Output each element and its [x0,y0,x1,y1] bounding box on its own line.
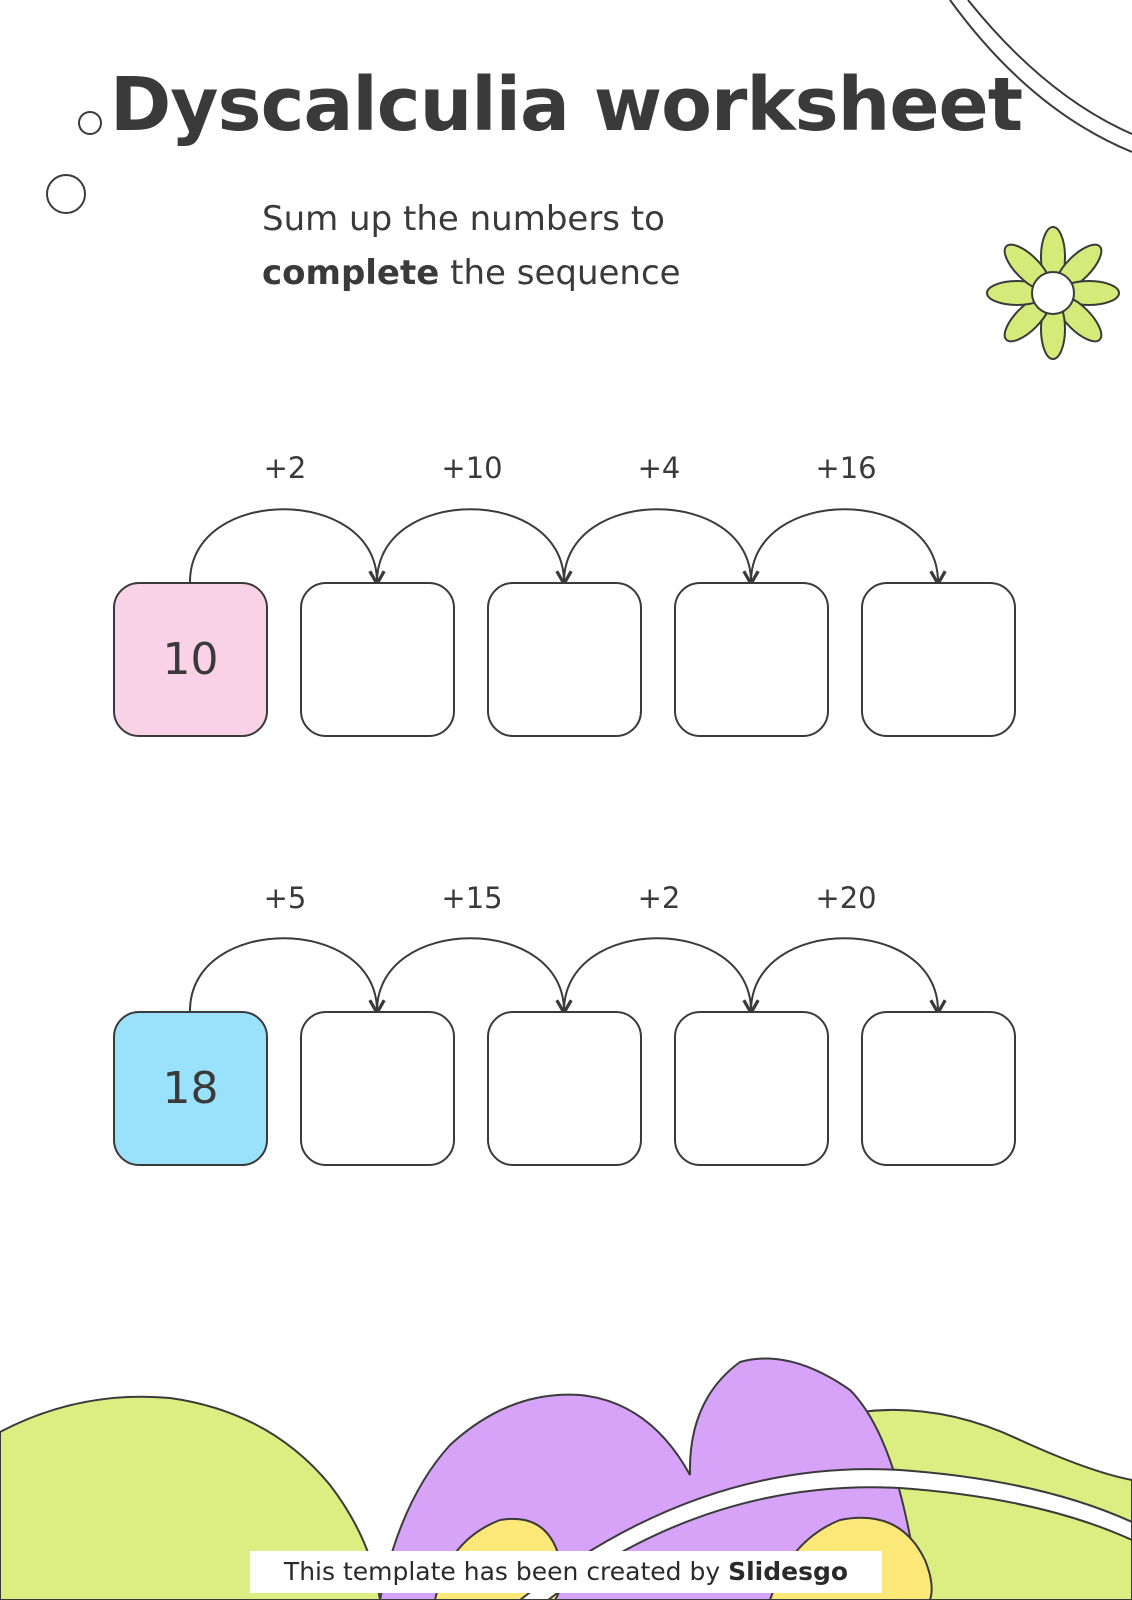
step-label: +5 [263,881,307,915]
top-right-arc-outer [949,0,1132,153]
blob-lime-left [0,1395,382,1600]
hop-arrow [189,508,386,588]
step-label: +20 [815,881,877,915]
step-label: +2 [637,881,681,915]
answer-box[interactable] [300,1011,455,1166]
credit-text: This template has been created by [283,1557,729,1586]
credit-brand: Slidesgo [728,1557,849,1586]
hop-arrow [376,508,573,588]
hop-arrow [750,508,947,588]
step-label: +16 [815,451,877,485]
flower-icon [986,226,1120,360]
answer-box[interactable] [300,582,455,737]
page-title: Dyscalculia worksheet [109,62,1023,148]
answer-box[interactable] [674,582,829,737]
deco-circle-medium [46,174,86,214]
blob-lime-right [859,1408,1132,1600]
hop-arrow [750,937,947,1017]
instructions: Sum up the numbers to complete the seque… [262,192,882,300]
answer-box[interactable] [674,1011,829,1166]
instructions-bold-word: complete [262,253,440,293]
instructions-rest: the sequence [439,253,681,293]
step-label: +15 [441,881,503,915]
swoosh-band [518,1468,1132,1600]
credit-footer: This template has been created by Slides… [250,1551,882,1593]
step-label: +10 [441,451,503,485]
start-number-box: 18 [113,1011,268,1166]
deco-circle-small [78,111,102,135]
instructions-line1: Sum up the numbers to [262,199,665,239]
answer-box[interactable] [861,582,1016,737]
answer-box[interactable] [487,582,642,737]
step-label: +2 [263,451,307,485]
hop-arrow [563,508,760,588]
start-number-box: 10 [113,582,268,737]
answer-box[interactable] [487,1011,642,1166]
answer-box[interactable] [861,1011,1016,1166]
hop-arrow [376,937,573,1017]
top-right-arc-inner [967,0,1132,135]
hop-arrow [189,937,386,1017]
hop-arrow [563,937,760,1017]
step-label: +4 [637,451,681,485]
